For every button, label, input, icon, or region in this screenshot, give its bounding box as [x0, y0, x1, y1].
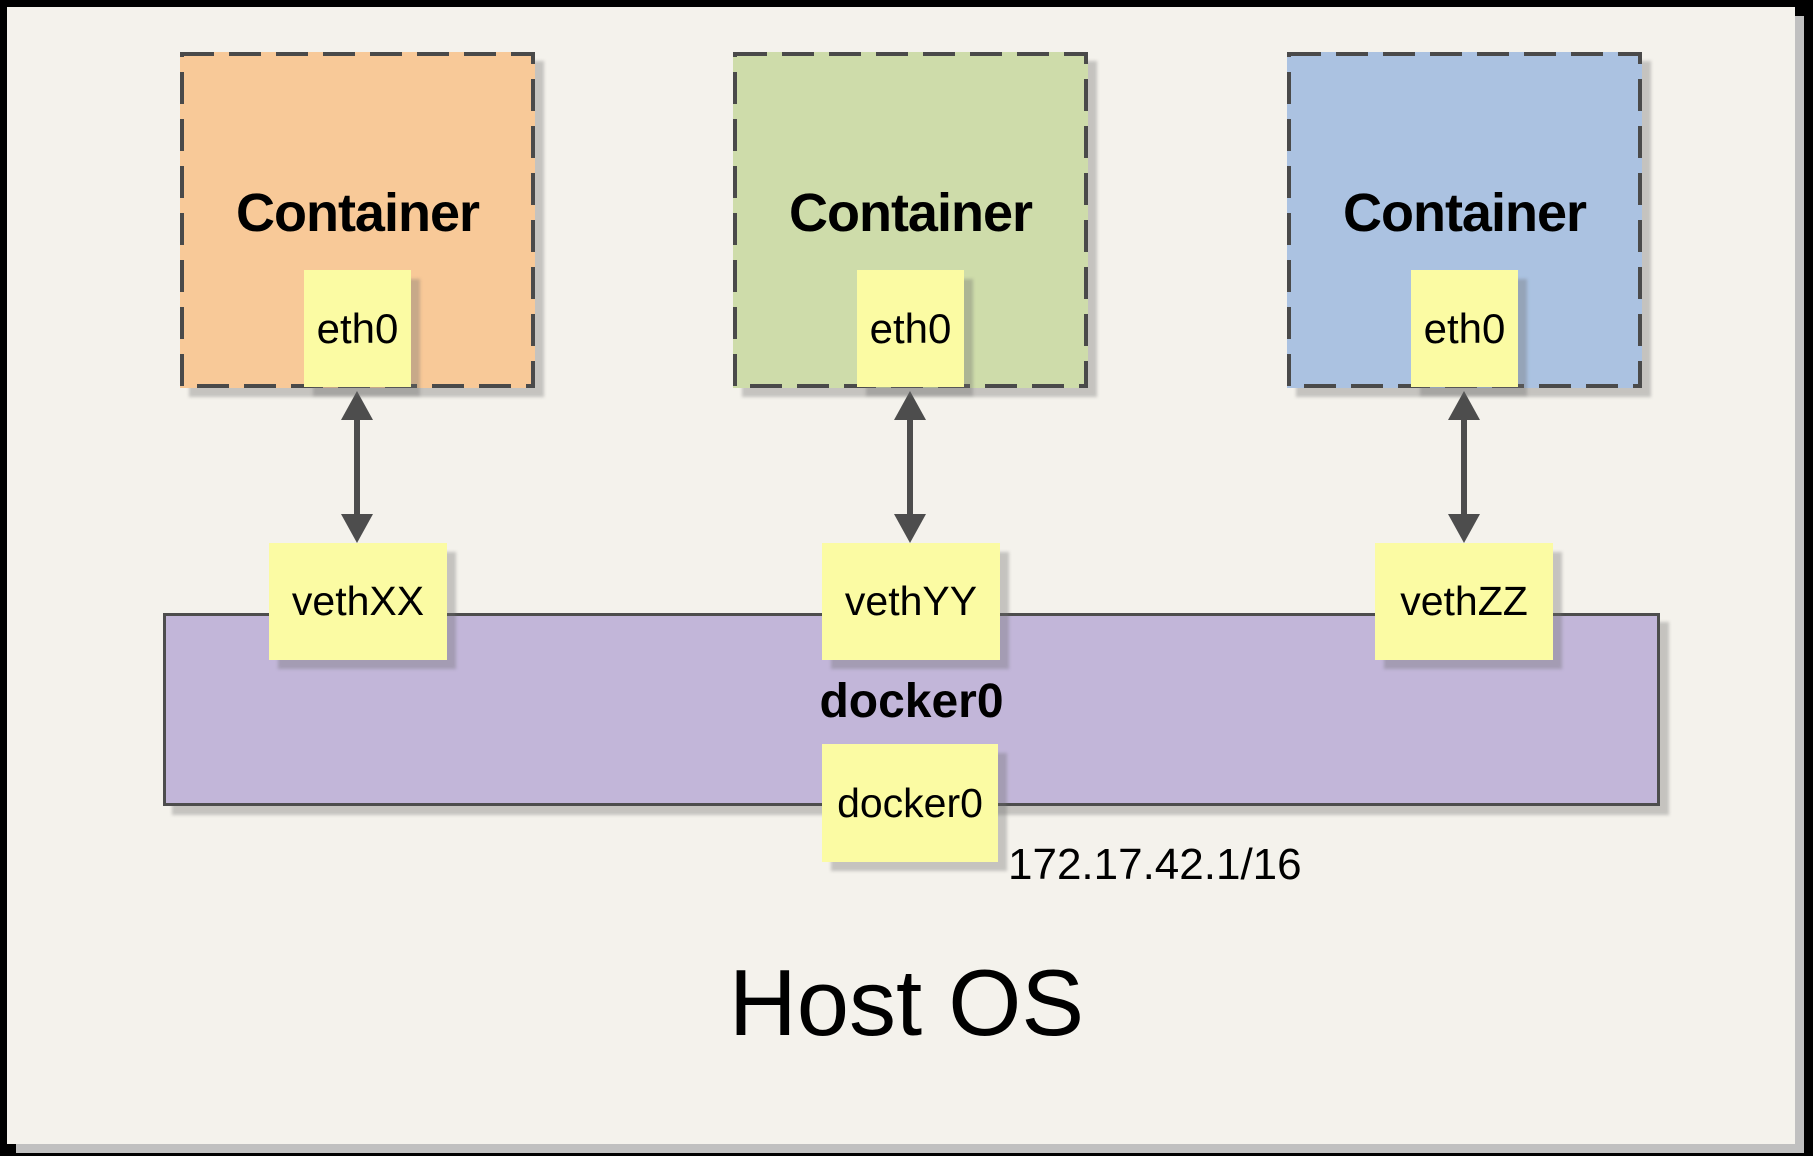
docker0-bridge-title: docker0 — [819, 675, 1004, 728]
eth0-badge-2: eth0 — [857, 270, 964, 387]
bridge-ip-address: 172.17.42.1/16 — [1008, 840, 1302, 889]
container-title: Container — [235, 183, 480, 243]
eth0-badge-3: eth0 — [1411, 270, 1518, 387]
docker0-interface-badge: docker0 — [822, 744, 998, 862]
vethzz-badge: vethZZ — [1375, 543, 1553, 660]
eth0-label: eth0 — [869, 304, 952, 352]
vethyy-badge: vethYY — [822, 543, 1000, 660]
eth0-label: eth0 — [1423, 304, 1506, 352]
vethzz-label: vethZZ — [1400, 578, 1528, 624]
vethxx-badge: vethXX — [269, 543, 447, 660]
container-title: Container — [788, 183, 1033, 243]
docker0-interface-label: docker0 — [837, 779, 983, 826]
eth0-label: eth0 — [316, 304, 399, 352]
container-title: Container — [1342, 183, 1587, 243]
eth0-badge-1: eth0 — [304, 270, 411, 387]
host-os-title: Host OS — [728, 950, 1085, 1055]
vethxx-label: vethXX — [291, 578, 425, 624]
vethyy-label: vethYY — [844, 578, 978, 624]
